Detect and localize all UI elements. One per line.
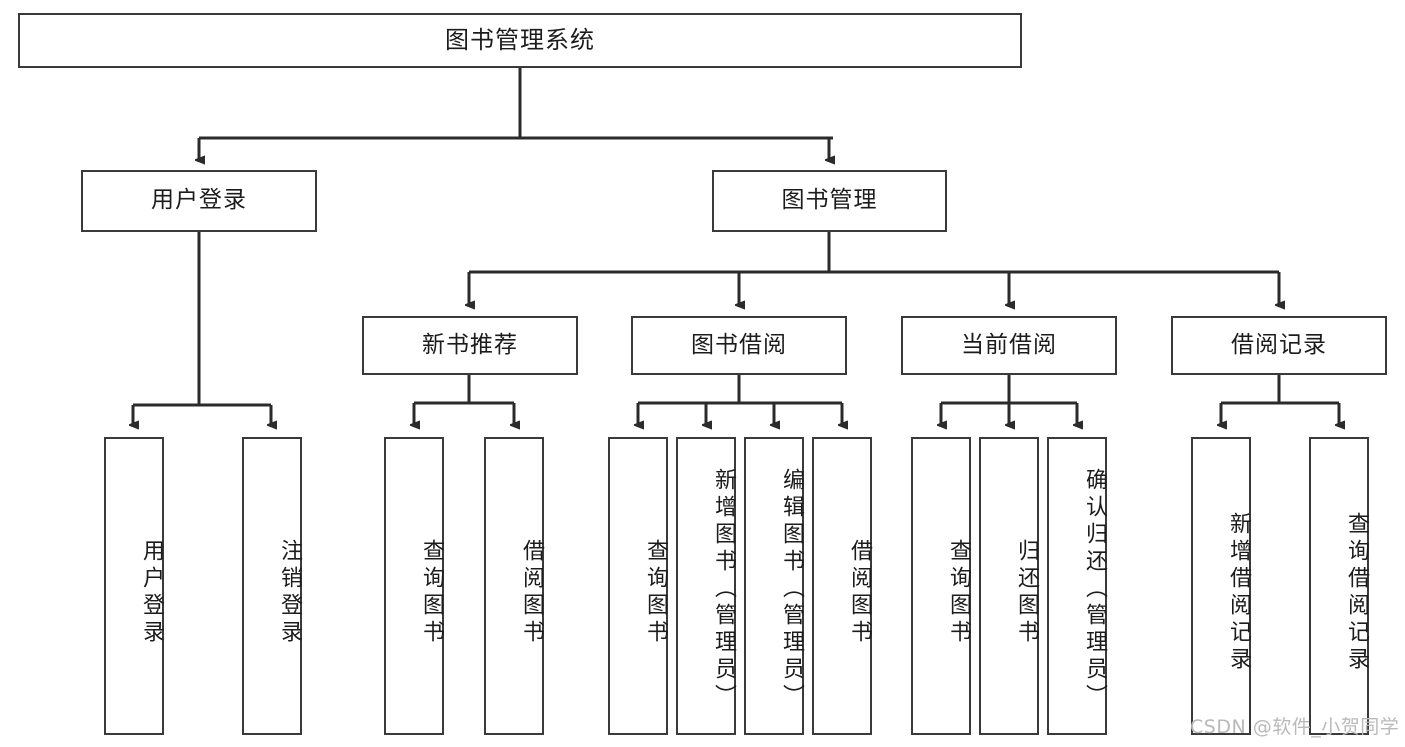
leaf-book-borrow-add-book-admin[interactable]: 新增图书（管理员） (676, 437, 736, 735)
node-user-login[interactable]: 用户登录 (81, 170, 317, 232)
leaf-new-book-query-books[interactable]: 查询图书 (384, 437, 444, 735)
node-new-book-recommend[interactable]: 新书推荐 (362, 316, 578, 375)
leaf-book-borrow-edit-book-admin[interactable]: 编辑图书（管理员） (744, 437, 804, 735)
leaf-book-borrow-query-books[interactable]: 查询图书 (608, 437, 668, 735)
leaf-current-borrow-query-books[interactable]: 查询图书 (911, 437, 971, 735)
leaf-user-login-login[interactable]: 用户登录 (104, 437, 164, 735)
node-borrow-records[interactable]: 借阅记录 (1171, 316, 1387, 375)
leaf-borrow-records-query-record[interactable]: 查询借阅记录 (1309, 437, 1369, 735)
leaf-new-book-borrow-books[interactable]: 借阅图书 (484, 437, 544, 735)
csdn-watermark: CSDN @软件_小贺同学 (1190, 716, 1400, 738)
node-book-borrow[interactable]: 图书借阅 (631, 316, 847, 375)
leaf-book-borrow-borrow-books[interactable]: 借阅图书 (812, 437, 872, 735)
leaf-current-borrow-confirm-return-admin[interactable]: 确认归还（管理员） (1047, 437, 1107, 735)
node-book-management[interactable]: 图书管理 (712, 170, 947, 232)
leaf-borrow-records-add-record[interactable]: 新增借阅记录 (1191, 437, 1251, 735)
leaf-user-login-logout[interactable]: 注销登录 (242, 437, 302, 735)
leaf-current-borrow-return-books[interactable]: 归还图书 (979, 437, 1039, 735)
node-current-borrow[interactable]: 当前借阅 (901, 316, 1117, 375)
node-root-book-management-system[interactable]: 图书管理系统 (18, 13, 1022, 68)
